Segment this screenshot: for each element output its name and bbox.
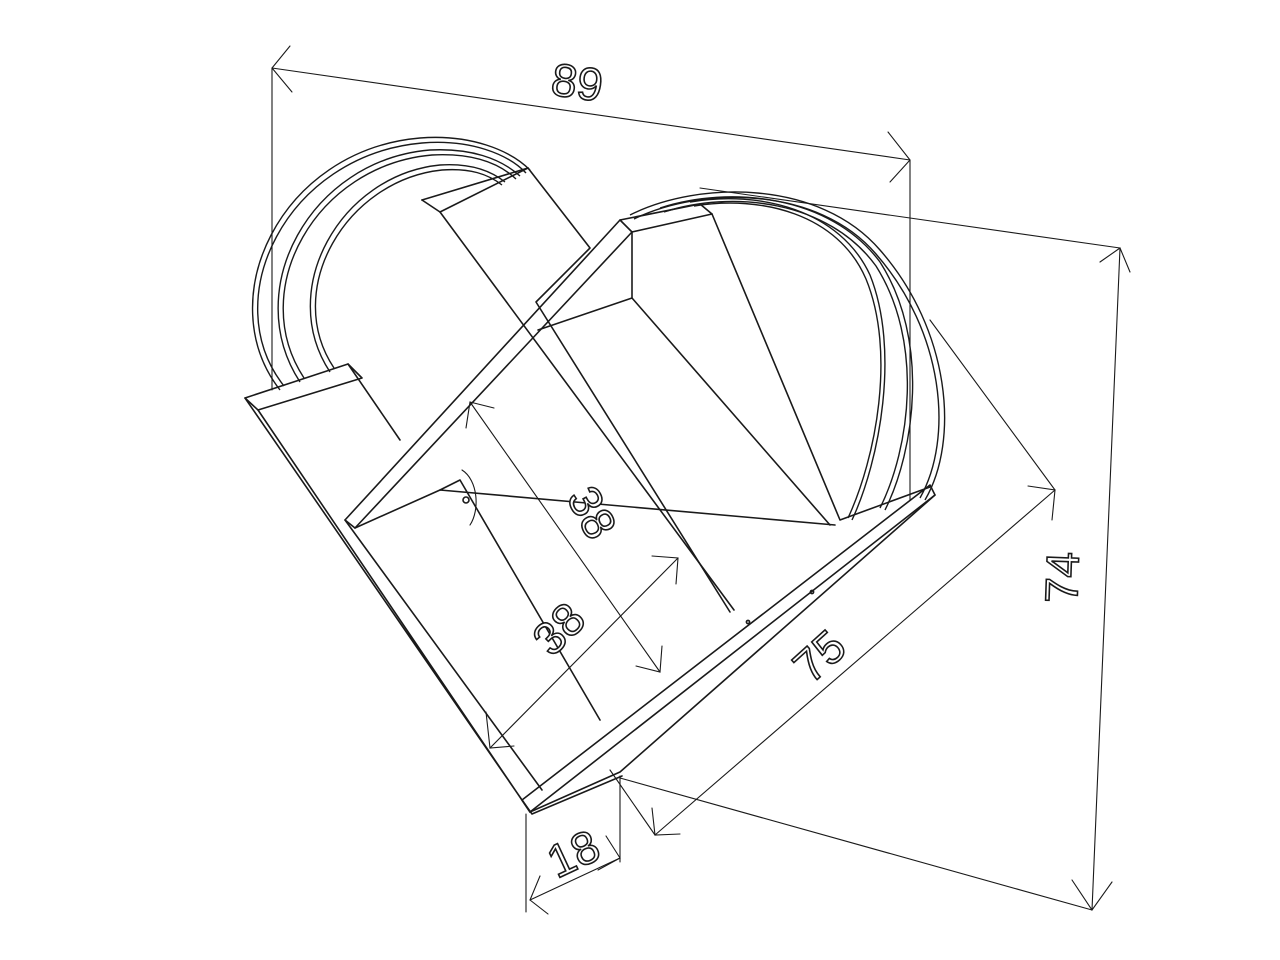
right-curved-ribs [629, 191, 946, 521]
dimension-label-74: 74 [1035, 551, 1089, 604]
dowel-hole [462, 496, 470, 504]
left-side-board [244, 363, 363, 411]
dimension-label-38-height: 38 [557, 478, 627, 548]
right-top-board [619, 203, 713, 233]
left-curved-ribs [251, 136, 531, 391]
dimension-label-38-width: 38 [522, 592, 595, 665]
shelf-body [244, 167, 936, 815]
dimension-label-89: 89 [548, 53, 606, 112]
center-divider-board [421, 167, 731, 613]
dimension-label-75: 75 [783, 620, 856, 693]
dimension-74: 74 [619, 187, 1131, 911]
dimension-89: 89 [271, 45, 911, 501]
dimension-label-18: 18 [539, 819, 607, 888]
